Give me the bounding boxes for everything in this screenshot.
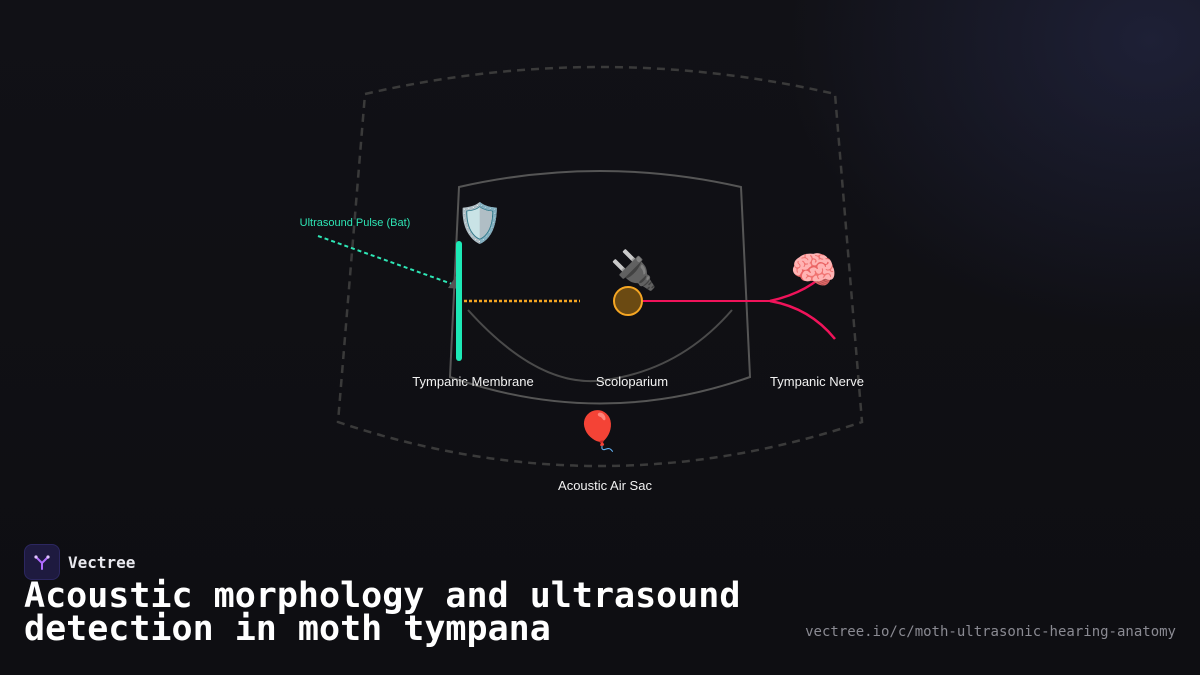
brand: Vectree — [24, 544, 135, 580]
plug-icon: 🔌 — [610, 248, 657, 292]
scoloparium-label: Scoloparium — [596, 374, 668, 389]
page-url: vectree.io/c/moth-ultrasonic-hearing-ana… — [805, 624, 1176, 640]
outer-body-frame — [336, 65, 864, 468]
shield-icon: 🛡️ — [456, 201, 503, 245]
tympanic-nerve-label: Tympanic Nerve — [770, 374, 864, 389]
brand-name: Vectree — [68, 552, 136, 572]
tympanic-nerve-branch-lower — [769, 299, 836, 340]
balloon-icon: 🎈 — [574, 408, 621, 453]
tympanic-nerve-branch-upper — [769, 267, 831, 303]
scoloparium-receptor — [613, 286, 643, 316]
brain-icon: 🧠 — [790, 248, 837, 292]
air-sac-curve — [467, 309, 733, 383]
tympanic-membrane-label: Tympanic Membrane — [412, 374, 533, 389]
tympanic-chamber-outline — [448, 170, 752, 405]
branching-tree-icon — [24, 544, 60, 580]
page-title: Acoustic morphology and ultrasound detec… — [24, 576, 741, 649]
ultrasound-pulse-label: Ultrasound Pulse (Bat) — [300, 217, 411, 229]
acoustic-air-sac-label: Acoustic Air Sac — [558, 478, 652, 493]
ultrasound-pulse-line — [317, 235, 453, 285]
